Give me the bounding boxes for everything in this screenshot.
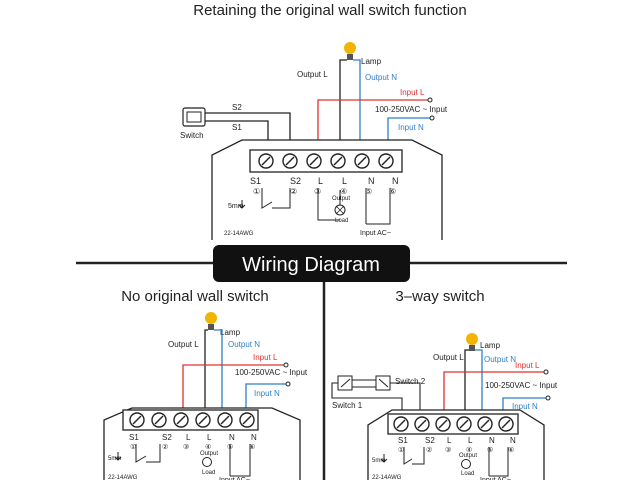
module-box-right: [367, 409, 545, 480]
terminal-num-2-left: ②: [162, 443, 168, 451]
lamp-icon: [344, 42, 356, 60]
lamp-label: Lamp: [361, 57, 382, 66]
module-box-top: [211, 139, 443, 240]
banner-title: Wiring Diagram: [242, 254, 380, 276]
load-label-left: Load: [202, 470, 215, 476]
terminal-n2-left: N: [251, 433, 257, 442]
terminal-l2-top: L: [342, 176, 347, 186]
bottom-right-title: 3–way switch: [395, 288, 484, 305]
load-label-right: Load: [461, 471, 474, 477]
input-n-label: Input N: [398, 123, 424, 132]
terminal-num-4-top: ④: [340, 187, 347, 196]
input-l-label-left: Input L: [253, 353, 278, 362]
terminal-num-4-left: ④: [205, 443, 211, 451]
output-n-label-right: Output N: [484, 355, 516, 364]
terminal-num-2-top: ②: [290, 187, 297, 196]
terminal-l1-left: L: [186, 433, 191, 442]
terminal-num-5-top: ⑤: [365, 187, 372, 196]
lamp-label-right: Lamp: [480, 341, 501, 350]
input-n-label-right: Input N: [512, 402, 538, 411]
load-symbol-right: [461, 459, 471, 469]
input-ac-label-top: Input AC~: [360, 230, 391, 237]
terminal-s1-top: S1: [250, 176, 261, 186]
input-range-label-left: 100-250VAC ~ Input: [235, 368, 308, 377]
input-range-label: 100-250VAC ~ Input: [375, 105, 448, 114]
wall-switch-label: Switch: [180, 131, 204, 140]
load-label-top: Load: [335, 218, 348, 224]
wire-gauge-top: 22-14AWG: [224, 231, 254, 237]
output-n-label-left: Output N: [228, 340, 260, 349]
terminal-l2-right: L: [468, 436, 473, 445]
input-ac-label-left: Input AC~: [219, 477, 250, 480]
terminal-n2-right: N: [510, 436, 516, 445]
banner-box: [213, 245, 410, 282]
top-title: Retaining the original wall switch funct…: [193, 2, 466, 19]
input-l-label-right: Input L: [515, 361, 540, 370]
output-l-label-left: Output L: [168, 340, 199, 349]
wire-s2-label: S2: [232, 103, 242, 112]
terminal-num-3-left: ③: [183, 443, 189, 451]
load-symbol-left: [202, 457, 212, 467]
terminal-num-2-right: ②: [426, 446, 432, 454]
lamp-label-left: Lamp: [220, 328, 241, 337]
terminal-num-1-top: ①: [253, 187, 260, 196]
output-n-label: Output N: [365, 73, 397, 82]
terminal-block-right: [387, 413, 519, 435]
terminal-block-left: [122, 409, 259, 431]
strip-length-right: 5mm: [372, 458, 385, 464]
terminal-n1-left: N: [229, 433, 235, 442]
terminal-num-5-right: ⑤: [487, 446, 493, 454]
terminal-l1-right: L: [447, 436, 452, 445]
terminal-s1-right: S1: [398, 436, 408, 445]
terminal-num-6-right: ⑥: [508, 446, 514, 454]
input-l-label: Input L: [400, 88, 425, 97]
output-l-label-right: Output L: [433, 353, 464, 362]
terminal-num-3-right: ③: [445, 446, 451, 454]
lamp-icon-left: [205, 312, 217, 330]
module-box-left: [103, 407, 301, 480]
input-n-label-left: Input N: [254, 389, 280, 398]
terminal-l2-left: L: [207, 433, 212, 442]
terminal-block-top: [249, 149, 403, 173]
output-l-label: Output L: [297, 70, 328, 79]
terminal-num-4-right: ④: [466, 446, 472, 454]
output-label-left: Output: [200, 451, 218, 457]
input-range-label-right: 100-250VAC ~ Input: [485, 381, 558, 390]
output-label-right: Output: [459, 453, 477, 459]
terminal-num-6-top: ⑥: [389, 187, 396, 196]
terminal-n2-top: N: [392, 176, 399, 186]
wire-gauge-left: 22-14AWG: [108, 475, 138, 480]
terminal-n1-top: N: [368, 176, 375, 186]
terminal-num-6-left: ⑥: [249, 443, 255, 451]
terminal-n1-right: N: [489, 436, 495, 445]
terminal-l1-top: L: [318, 176, 323, 186]
output-label-top: Output: [332, 196, 350, 202]
wire-gauge-right: 22-14AWG: [372, 475, 402, 480]
strip-length-top: 5mm: [228, 203, 244, 210]
terminal-s2-left: S2: [162, 433, 172, 442]
terminal-s1-left: S1: [129, 433, 139, 442]
input-ac-label-right: Input AC~: [480, 477, 511, 480]
terminal-num-1-left: ①: [130, 443, 136, 451]
lamp-icon-right: [466, 333, 478, 351]
switch-1-label: Switch 1: [332, 401, 363, 410]
strip-length-left: 5mm: [108, 456, 121, 462]
switch-2-label: Switch 2: [395, 377, 426, 386]
bottom-left-title: No original wall switch: [121, 288, 269, 305]
terminal-num-1-right: ①: [398, 446, 404, 454]
switch-2-icon: [375, 375, 391, 391]
switch-1-icon: [337, 375, 353, 391]
wire-s1-label: S1: [232, 123, 242, 132]
terminal-s2-right: S2: [425, 436, 435, 445]
terminal-s2-top: S2: [290, 176, 301, 186]
